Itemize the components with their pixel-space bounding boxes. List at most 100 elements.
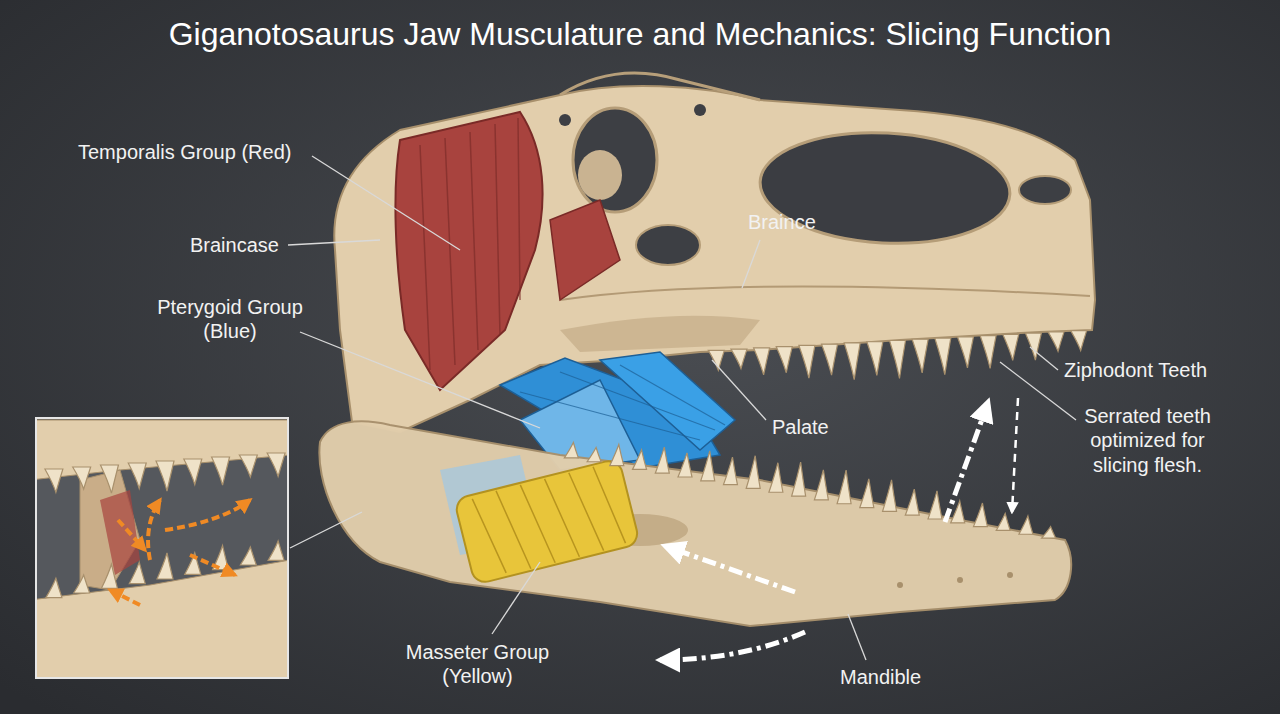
tooth xyxy=(799,345,815,378)
tooth xyxy=(723,457,737,485)
muscle-fibres xyxy=(420,118,520,370)
inset-arrow xyxy=(118,520,145,550)
tooth xyxy=(957,337,973,368)
inset-arrow xyxy=(165,500,250,530)
leader-line xyxy=(300,332,540,428)
tooth xyxy=(905,489,919,515)
tooth xyxy=(267,453,285,476)
inset-muscle xyxy=(100,490,140,575)
tooth xyxy=(239,455,257,477)
tooth xyxy=(587,447,601,461)
tooth xyxy=(890,341,906,379)
part-label: Palate xyxy=(772,415,862,439)
masseter-muscle xyxy=(454,458,640,585)
tooth xyxy=(867,342,883,376)
tooth xyxy=(701,451,715,481)
inset-illustration xyxy=(37,420,287,677)
tooth xyxy=(73,467,91,489)
tooth xyxy=(46,578,62,597)
part-label: Serrated teeth optimized for slicing fle… xyxy=(1060,404,1235,477)
leader-line xyxy=(312,156,460,250)
part-label: Pterygoid Group (Blue) xyxy=(150,295,310,344)
tooth xyxy=(610,445,624,466)
inset-arrow xyxy=(148,500,160,560)
masseter-muscle xyxy=(454,458,640,585)
naris xyxy=(1019,176,1071,204)
tooth xyxy=(883,480,897,512)
tooth xyxy=(973,503,987,527)
tooth xyxy=(731,349,747,368)
muscle-fibres xyxy=(520,365,725,440)
tooth xyxy=(928,491,942,519)
temporalis-muscle xyxy=(395,112,542,390)
leader-line xyxy=(1030,347,1058,370)
foramen xyxy=(694,104,706,116)
part-label: Ziphodont Teeth xyxy=(1064,358,1264,382)
motion-arrow xyxy=(665,546,795,592)
tooth xyxy=(1042,527,1056,538)
foramen xyxy=(957,577,963,583)
tooth xyxy=(912,339,928,373)
tooth xyxy=(996,513,1010,530)
cranium xyxy=(334,86,1095,432)
foramen xyxy=(897,582,903,588)
motion-arrow xyxy=(660,632,805,660)
tooth xyxy=(212,457,230,485)
leader-line xyxy=(742,240,760,288)
motion-arrow xyxy=(945,402,988,522)
inset-arrow xyxy=(110,590,140,605)
part-label: Braincase xyxy=(190,233,300,257)
inset-teeth xyxy=(45,453,285,598)
leader-line xyxy=(712,360,766,420)
tooth xyxy=(268,541,284,560)
inset-arrow xyxy=(190,555,235,575)
tooth xyxy=(1003,334,1019,360)
part-label: Temporalis Group (Red) xyxy=(78,140,340,164)
tooth xyxy=(708,350,724,370)
tooth xyxy=(935,338,951,375)
palate xyxy=(560,316,760,352)
tooth xyxy=(1025,333,1041,360)
tooth xyxy=(128,463,146,489)
tooth xyxy=(100,465,118,493)
part-label: Masseter Group (Yellow) xyxy=(375,640,580,689)
tooth xyxy=(45,469,63,492)
leader-line xyxy=(290,512,362,548)
title: Giganotosaurus Jaw Musculature and Mecha… xyxy=(0,16,1280,53)
orbit xyxy=(573,108,657,212)
tooth xyxy=(1019,516,1033,534)
tooth xyxy=(156,461,174,491)
tooth xyxy=(240,547,256,565)
leader-lines xyxy=(288,156,1076,660)
tooth xyxy=(157,553,173,579)
tooth xyxy=(844,343,860,380)
tooth xyxy=(746,456,760,489)
tooth xyxy=(129,562,145,584)
tooth xyxy=(792,462,806,496)
tooth xyxy=(980,336,996,369)
tooth xyxy=(769,463,783,493)
tooth xyxy=(678,453,692,477)
teeth xyxy=(564,331,1086,538)
tooth xyxy=(1071,331,1087,351)
part-label: Braince xyxy=(748,210,848,234)
tooth xyxy=(564,442,578,457)
motion-arrow xyxy=(1012,398,1018,512)
tooth xyxy=(822,344,838,375)
tooth xyxy=(655,447,669,473)
leader-line xyxy=(288,240,380,245)
tooth xyxy=(814,470,828,500)
tooth xyxy=(1048,332,1064,351)
muscle-fibres xyxy=(472,464,626,579)
temporalis-muscle xyxy=(550,200,620,300)
tooth xyxy=(754,348,770,375)
tooth xyxy=(74,575,90,593)
skull-ridge xyxy=(560,73,760,100)
tooth xyxy=(184,459,202,485)
leader-line xyxy=(492,562,540,634)
leader-line xyxy=(848,614,866,660)
fenestra xyxy=(636,225,700,265)
